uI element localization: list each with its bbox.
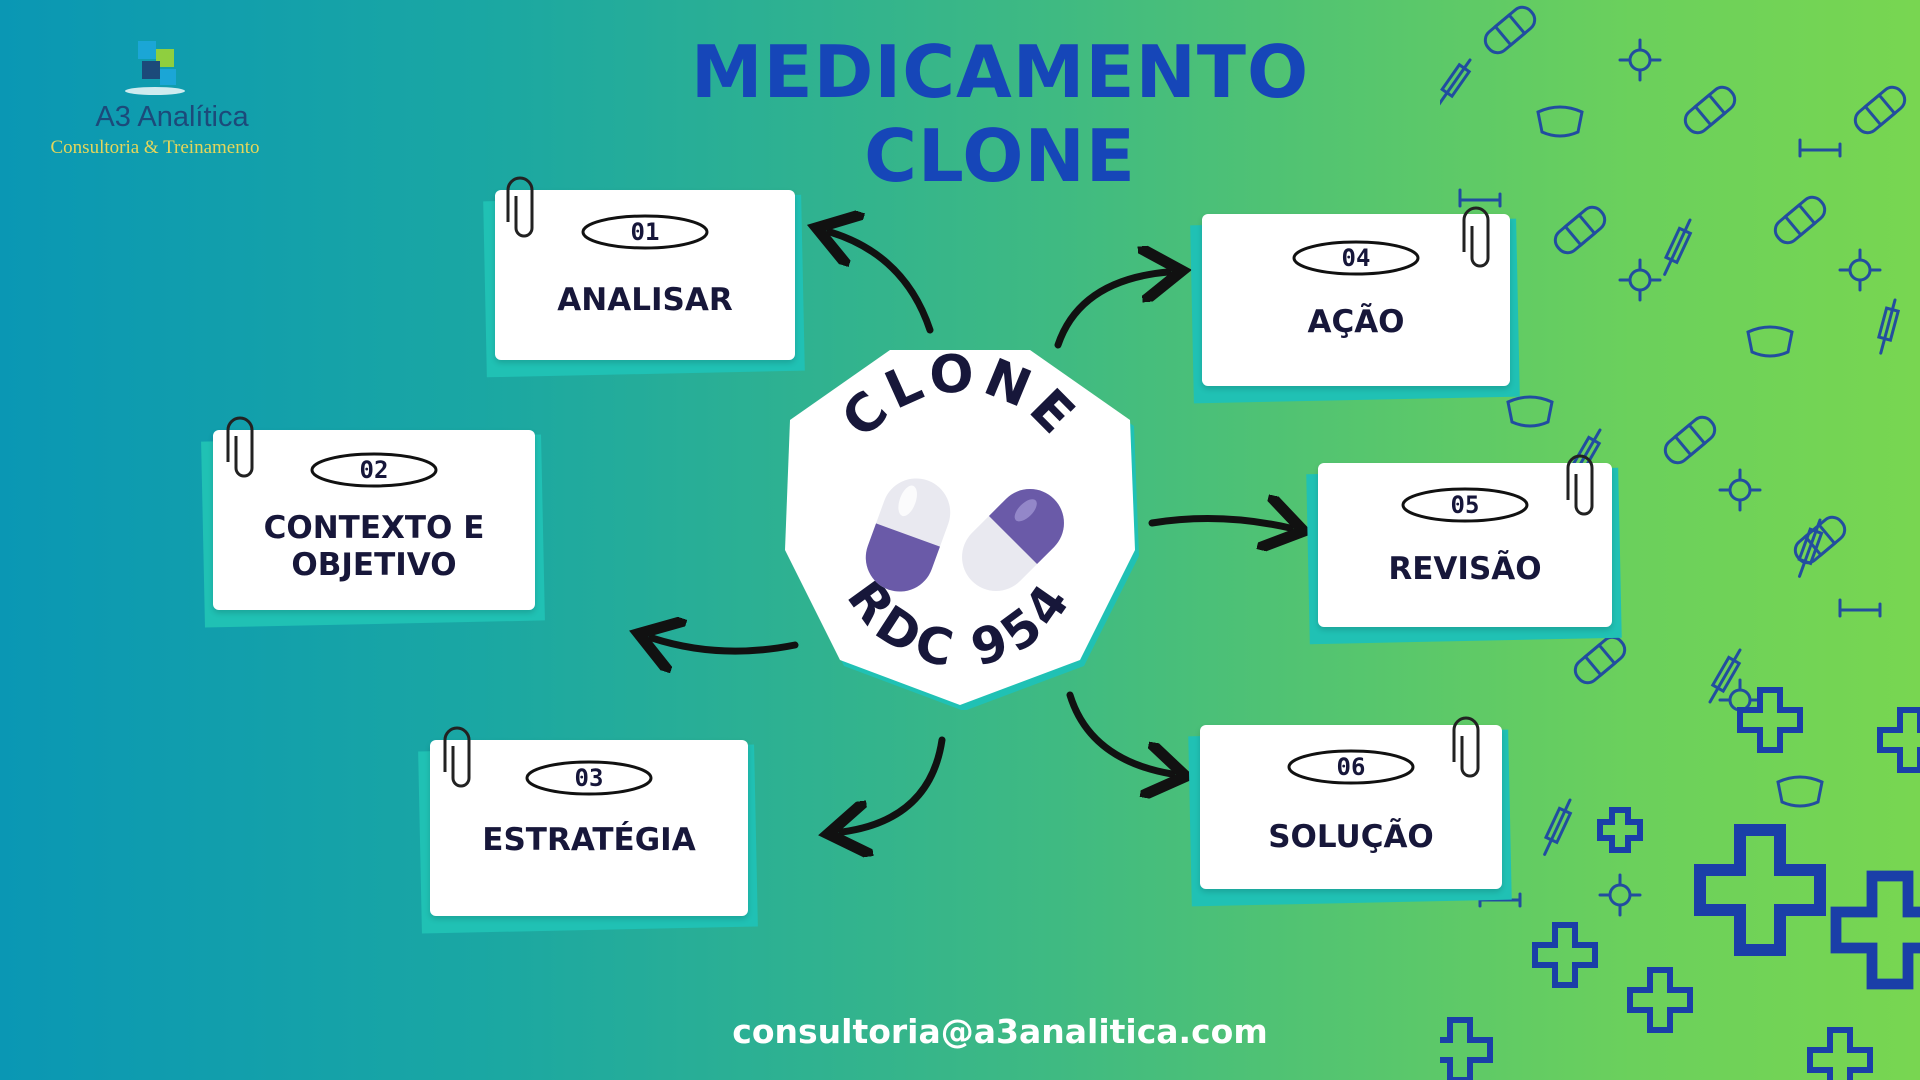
step-number-badge: 06 bbox=[1286, 747, 1416, 787]
paperclip-icon bbox=[443, 726, 471, 788]
step-card-04: 04 AÇÃO bbox=[1190, 214, 1520, 404]
capsule-icon bbox=[865, 478, 951, 592]
step-card-02: 02 CONTEXTO E OBJETIVO bbox=[201, 430, 545, 628]
step-card-06: 06 SOLUÇÃO bbox=[1188, 725, 1512, 907]
puzzle-logo-icon bbox=[125, 41, 185, 95]
arrow-to-acao bbox=[1054, 272, 1168, 349]
step-number-badge: 01 bbox=[580, 212, 710, 252]
step-card-05: 05 REVISÃO bbox=[1306, 463, 1622, 645]
contact-email[interactable]: consultoria@a3analitica.com bbox=[732, 1012, 1268, 1051]
capsule-icon bbox=[962, 489, 1064, 591]
step-number-badge: 03 bbox=[524, 758, 654, 798]
step-label: SOLUÇÃO bbox=[1268, 819, 1434, 855]
arrow-to-estrategia bbox=[842, 736, 946, 832]
step-card-01: 01 ANALISAR bbox=[483, 190, 805, 378]
company-logo: A3 Analítica Consultoria & Treinamento bbox=[20, 35, 290, 165]
page-title: MEDICAMENTO CLONE bbox=[640, 30, 1360, 198]
paperclip-icon bbox=[506, 176, 534, 238]
title-line-1: MEDICAMENTO bbox=[690, 30, 1310, 114]
paperclip-icon bbox=[1452, 716, 1480, 778]
step-label: CONTEXTO E OBJETIVO bbox=[263, 510, 485, 583]
hub-octagon bbox=[785, 350, 1135, 705]
step-number-badge: 04 bbox=[1291, 238, 1421, 278]
logo-subtitle: Consultoria & Treinamento bbox=[50, 137, 260, 158]
step-label: ANALISAR bbox=[557, 282, 733, 318]
step-label: AÇÃO bbox=[1307, 304, 1405, 340]
arrow-to-revisao bbox=[1148, 519, 1290, 528]
step-number-badge: 05 bbox=[1400, 485, 1530, 525]
paperclip-icon bbox=[1566, 454, 1594, 516]
title-line-2: CLONE bbox=[864, 114, 1136, 198]
step-label: REVISÃO bbox=[1388, 551, 1542, 587]
arrow-to-analisar bbox=[830, 232, 934, 334]
paperclip-icon bbox=[1462, 206, 1490, 268]
step-label: ESTRATÉGIA bbox=[482, 822, 696, 858]
step-card-03: 03 ESTRATÉGIA bbox=[418, 740, 758, 934]
logo-name: A3 Analítica bbox=[95, 101, 249, 133]
central-hub: CLONE RDC 954 bbox=[760, 340, 1160, 711]
paperclip-icon bbox=[226, 416, 254, 478]
step-number-badge: 02 bbox=[309, 450, 439, 490]
